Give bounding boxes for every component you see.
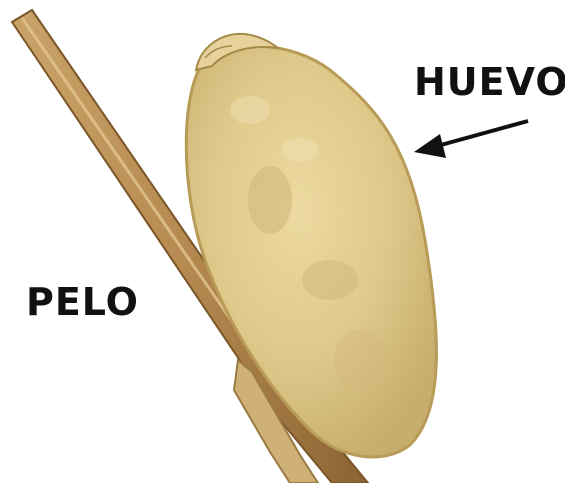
- hair-label: PELO: [26, 280, 139, 324]
- louse-egg: [186, 34, 436, 457]
- egg-label: HUEVO: [414, 60, 565, 104]
- arrow-icon: [414, 121, 528, 158]
